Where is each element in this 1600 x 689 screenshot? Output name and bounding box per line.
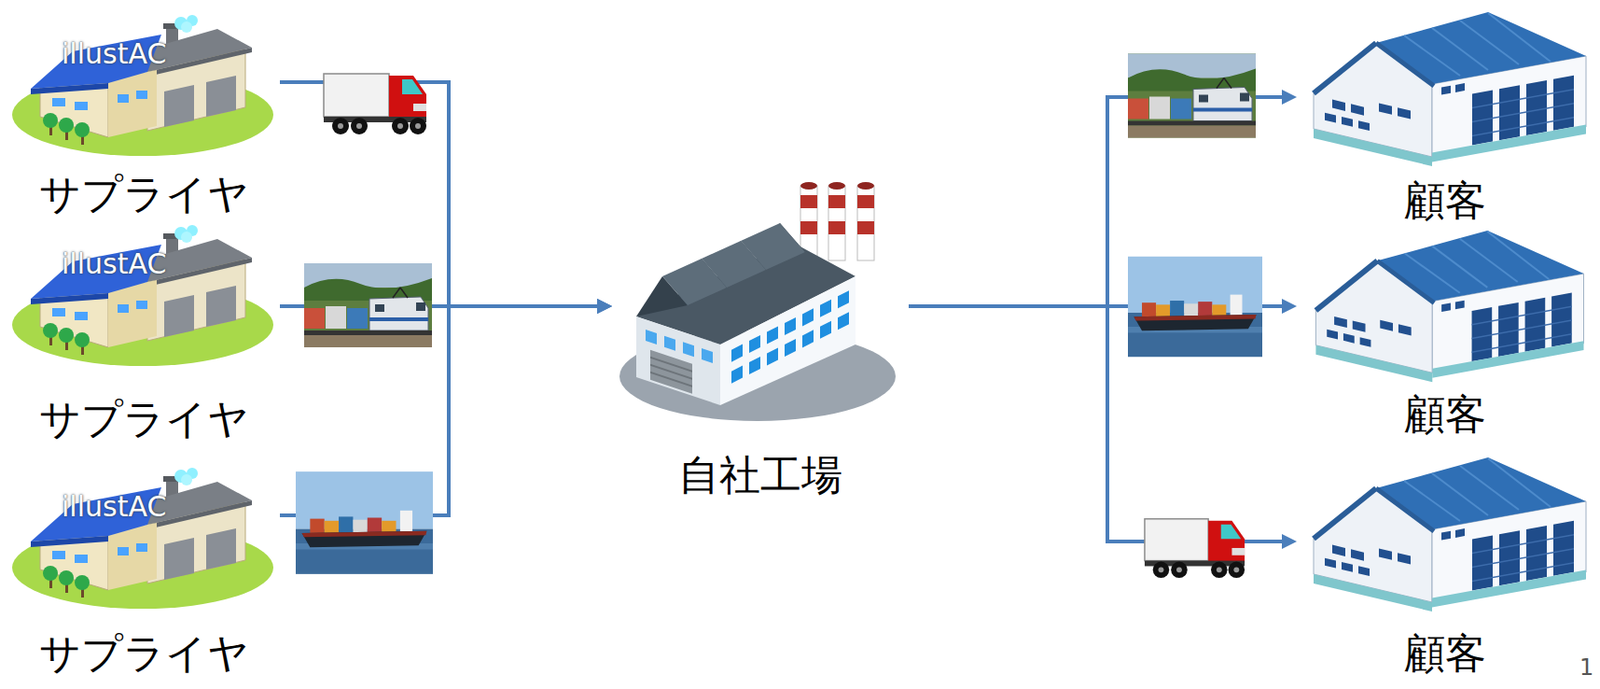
node-label: 自社工場 <box>678 452 843 498</box>
ship-photo <box>1127 256 1263 357</box>
customer-node: 顧客 <box>1296 445 1594 676</box>
node-label: 顧客 <box>1404 630 1487 676</box>
truck-icon <box>1144 518 1245 578</box>
supplier-icon <box>12 14 274 156</box>
node-label: サプライヤ <box>39 396 250 442</box>
train-photo <box>304 263 432 348</box>
watermark: illustAC <box>61 248 167 279</box>
node-label: 顧客 <box>1404 391 1487 437</box>
warehouse-icon <box>1315 230 1584 382</box>
node-label: サプライヤ <box>39 171 250 217</box>
factory-icon <box>619 181 896 421</box>
supplier-icon <box>12 224 274 366</box>
node-label: 顧客 <box>1404 178 1487 223</box>
ship-photo <box>295 471 433 574</box>
warehouse-icon <box>1313 12 1587 167</box>
factory-node: 自社工場 <box>612 178 909 498</box>
truck-icon <box>323 73 427 135</box>
page-number: 1 <box>1579 654 1594 680</box>
supplier-node: サプライヤ <box>7 4 280 217</box>
watermark: illustAC <box>61 38 167 70</box>
supplier-node: サプライヤ <box>7 204 280 442</box>
warehouse-icon <box>1313 457 1587 612</box>
supplier-node: サプライヤ <box>7 448 280 676</box>
customer-node: 顧客 <box>1296 225 1594 437</box>
watermark: illustAC <box>61 490 167 522</box>
train-photo <box>1127 54 1256 139</box>
node-label: サプライヤ <box>39 630 250 676</box>
supplier-icon <box>12 467 274 609</box>
customer-node: 顧客 <box>1296 7 1594 223</box>
